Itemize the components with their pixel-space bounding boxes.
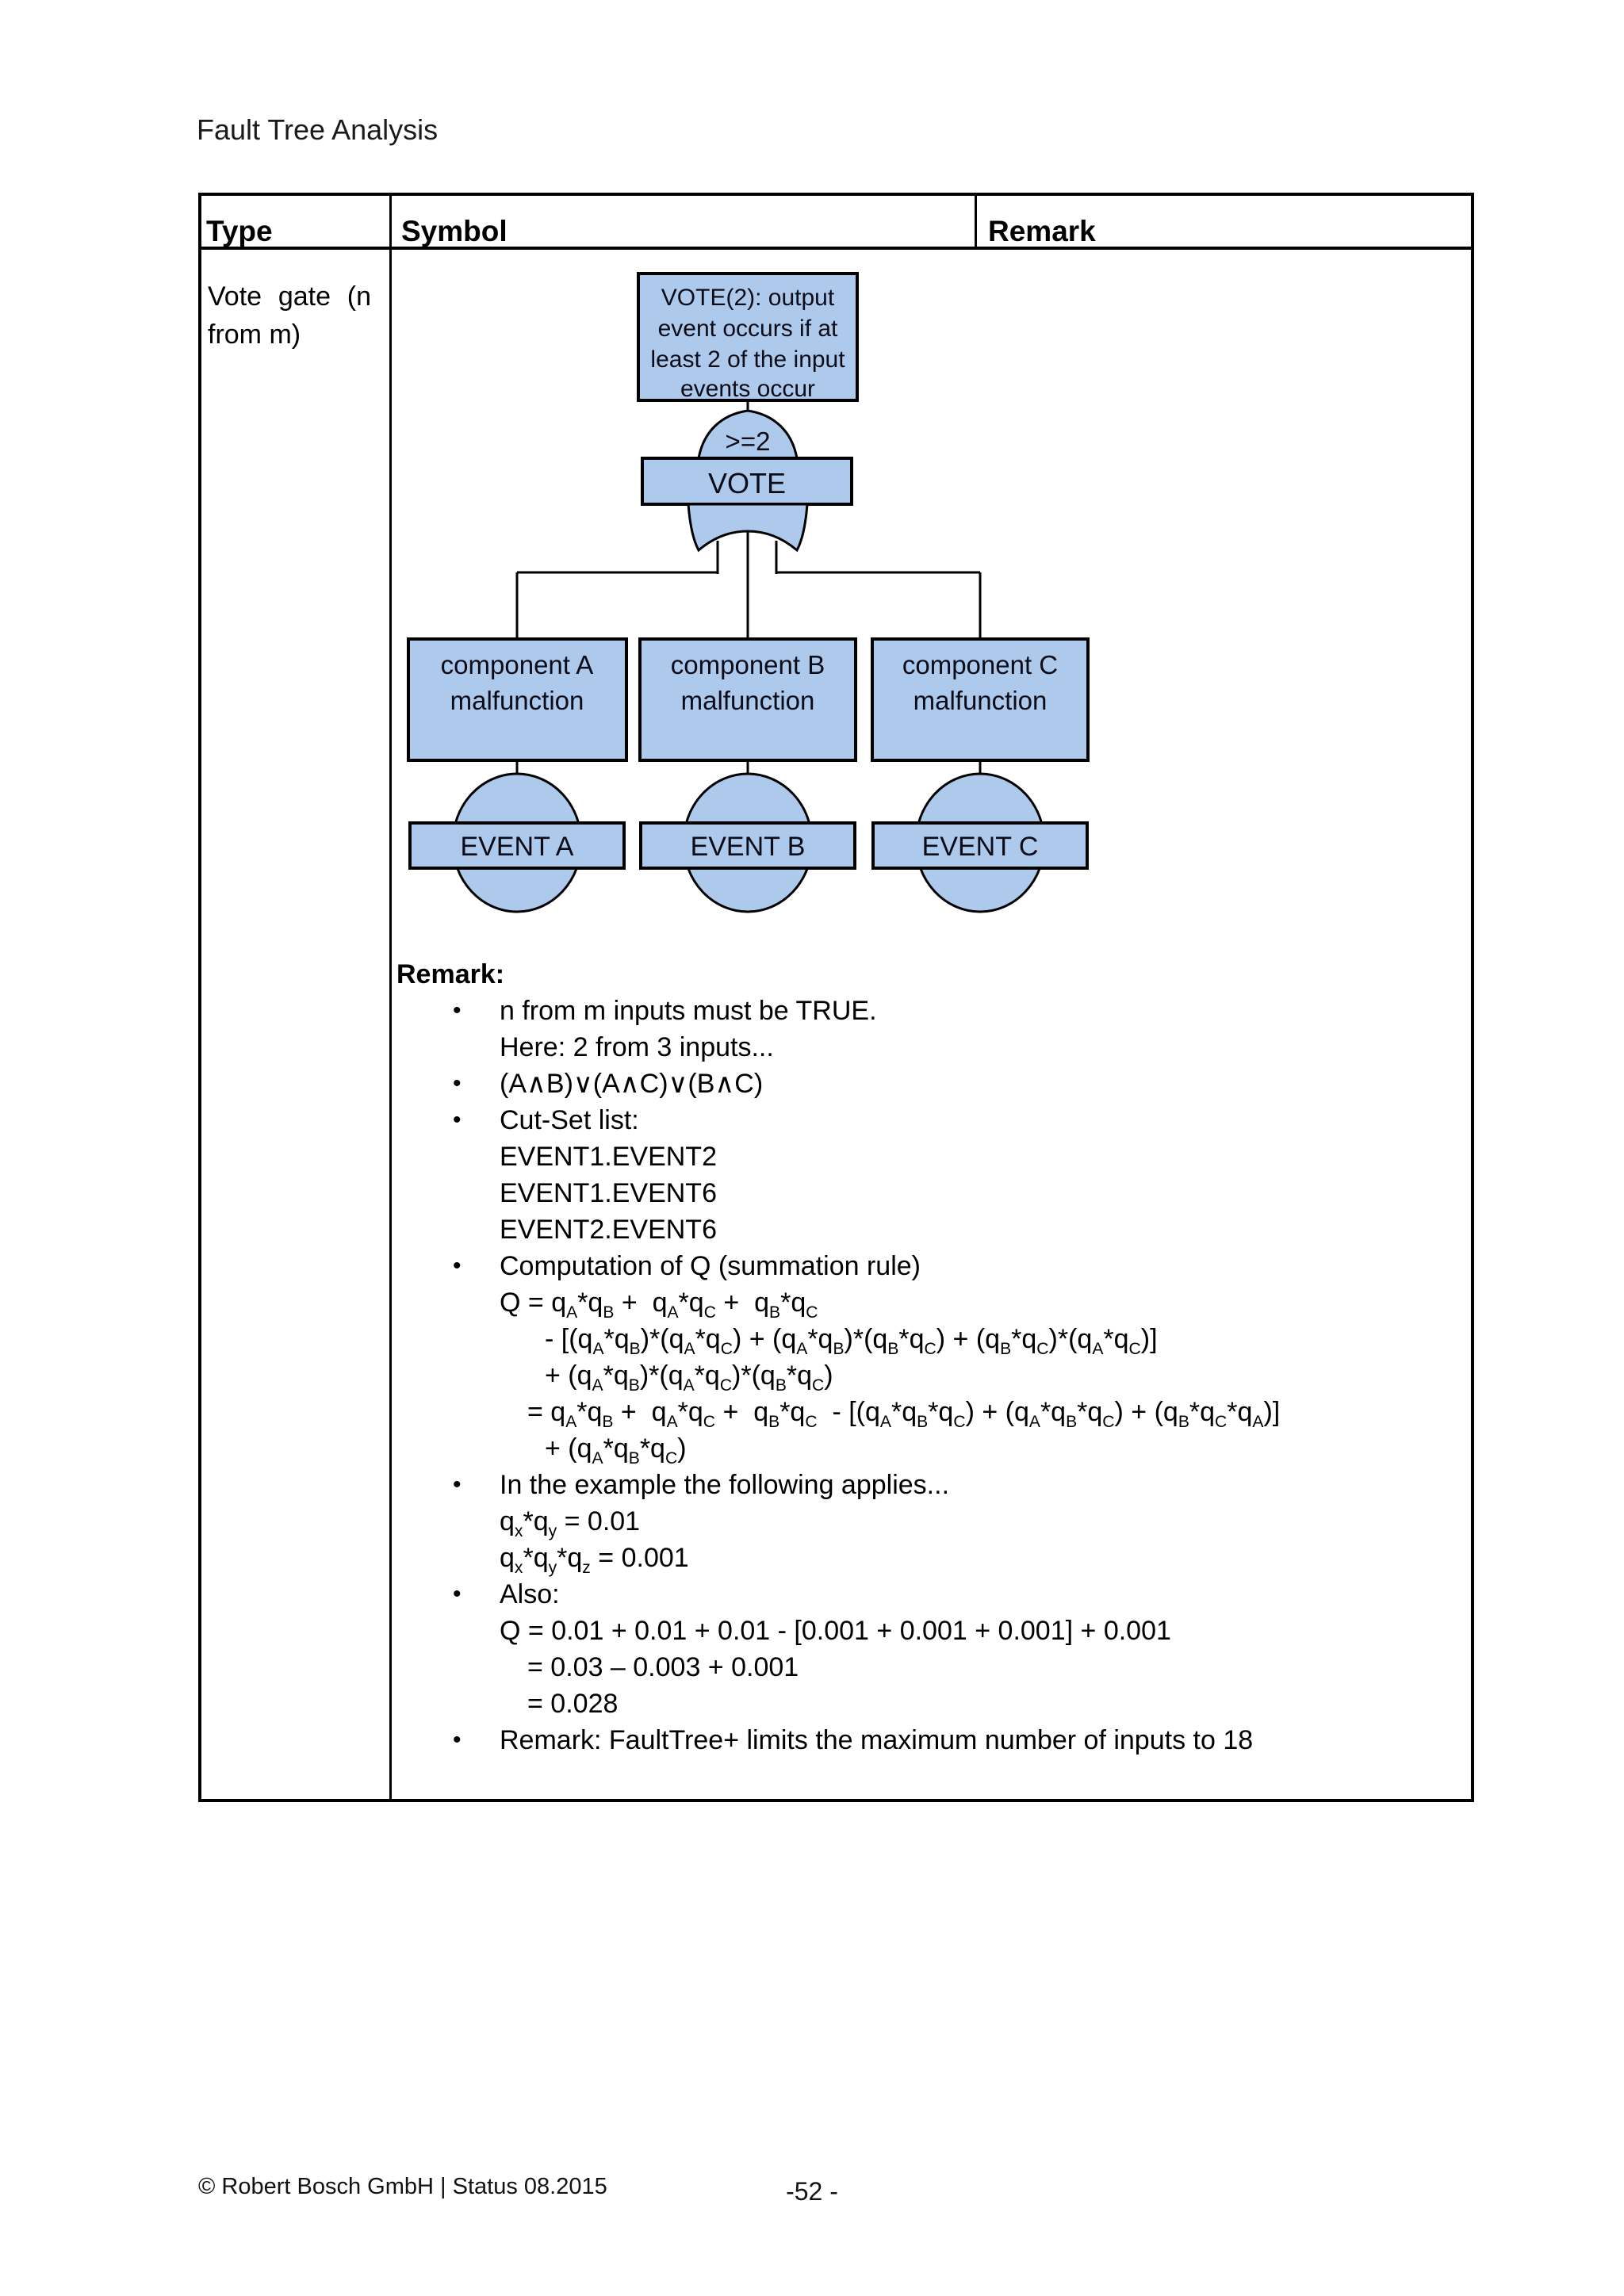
remark-line: • Cut-Set list: (198, 1102, 1471, 1138)
fault-tree-diagram: VOTE(2): output event occurs if at least… (407, 272, 1090, 913)
remark-text: Here: 2 from 3 inputs... (500, 1032, 774, 1062)
page-title: Fault Tree Analysis (197, 113, 439, 146)
remark-line: EVENT2.EVENT6 (198, 1211, 1471, 1248)
remark-text: EVENT1.EVENT6 (500, 1178, 717, 1208)
bullet-marker: • (453, 1581, 462, 1607)
component-box-a-line2: malfunction (450, 686, 584, 715)
vote-note-text: event occurs if at (658, 316, 838, 342)
component-box-c-line2: malfunction (914, 686, 1048, 715)
remark-line: = qA*qB + qA*qC + qB*qC - [(qA*qB*qC) + … (198, 1394, 1471, 1430)
remark-line: Q = qA*qB + qA*qC + qB*qC (198, 1284, 1471, 1321)
component-box-a-line1: component A (441, 650, 594, 679)
vote-note-text: VOTE(2): output (661, 285, 835, 311)
remark-text: EVENT1.EVENT2 (500, 1142, 717, 1172)
remark-text: Cut-Set list: (500, 1105, 639, 1135)
bullet-marker: • (453, 1107, 462, 1133)
remark-line: Here: 2 from 3 inputs... (198, 1029, 1471, 1066)
remark-text: (A∧B)∨(A∧C)∨(B∧C) (500, 1069, 764, 1099)
table-frame (198, 193, 1474, 1802)
column-divider-type (389, 193, 392, 1802)
remark-line: + (qA*qB*qC) (198, 1430, 1471, 1467)
vote-gate-label: VOTE (708, 467, 786, 499)
remark-line: Q = 0.01 + 0.01 + 0.01 - [0.001 + 0.001 … (198, 1613, 1471, 1649)
component-box-a (407, 637, 628, 762)
remark-text: In the example the following applies... (500, 1470, 950, 1500)
bullet-marker: • (453, 997, 462, 1024)
bullet-marker: • (453, 1727, 462, 1753)
remark-text: = qA*qB + qA*qC + qB*qC - [(qA*qB*qC) + … (527, 1397, 1281, 1431)
event-label-a: EVENT A (461, 832, 574, 862)
remark-line: • (A∧B)∨(A∧C)∨(B∧C) (198, 1066, 1471, 1102)
column-header-remark: Remark (988, 215, 1096, 247)
bullet-marker: • (453, 1471, 462, 1498)
vote-gate-condition: >=2 (726, 427, 771, 456)
column-divider-remark (975, 193, 977, 250)
remark-line: • n from m inputs must be TRUE. (198, 993, 1471, 1029)
vote-note-box (637, 272, 859, 402)
remark-heading: Remark: (198, 956, 1471, 993)
bullet-marker: • (453, 1070, 462, 1096)
header-underline (198, 247, 1474, 250)
remark-line: EVENT1.EVENT2 (198, 1138, 1471, 1175)
remark-line: • Computation of Q (summation rule) (198, 1248, 1471, 1284)
type-cell-line1: Vote gate (n (208, 281, 371, 312)
remark-line: - [(qA*qB)*(qA*qC) + (qA*qB)*(qB*qC) + (… (198, 1321, 1471, 1357)
event-label-bar-b (639, 821, 856, 870)
remark-line: qx*qy*qz = 0.001 (198, 1540, 1471, 1576)
vote-gate-label-box (641, 457, 853, 506)
event-label-b: EVENT B (691, 832, 806, 862)
component-box-b (638, 637, 857, 762)
remark-text: EVENT2.EVENT6 (500, 1215, 717, 1245)
event-label-bar-a (408, 821, 626, 870)
remark-line: qx*qy = 0.01 (198, 1503, 1471, 1540)
remark-text: Also: (500, 1579, 560, 1609)
event-label-bar-c (871, 821, 1089, 870)
remark-line: + (qA*qB)*(qA*qC)*(qB*qC) (198, 1357, 1471, 1394)
remark-text: Q = 0.01 + 0.01 + 0.01 - [0.001 + 0.001 … (500, 1616, 1171, 1646)
vote-gate-dome (697, 409, 799, 460)
vote-note-text: events occur (680, 376, 815, 402)
footer-copyright: © Robert Bosch GmbH | Status 08.2015 (198, 2174, 607, 2199)
type-cell: Vote gate (n from m) (208, 277, 371, 354)
remark-line: = 0.028 (198, 1686, 1471, 1722)
remark-text: qx*qy = 0.01 (500, 1506, 641, 1540)
remark-text: Q = qA*qB + qA*qC + qB*qC (500, 1288, 818, 1322)
footer-page-number: -52 - (786, 2177, 838, 2206)
remark-text: Computation of Q (summation rule) (500, 1251, 921, 1281)
remark-text: n from m inputs must be TRUE. (500, 996, 877, 1026)
remark-text: = 0.03 – 0.003 + 0.001 (527, 1652, 799, 1682)
component-box-c (871, 637, 1090, 762)
component-box-c-line1: component C (902, 650, 1058, 679)
column-header-symbol: Symbol (401, 215, 508, 247)
remark-text: = 0.028 (527, 1689, 619, 1719)
bullet-marker: • (453, 1253, 462, 1279)
remark-text: qx*qy*qz = 0.001 (500, 1543, 689, 1577)
remark-line: • Remark: FaultTree+ limits the maximum n… (198, 1722, 1471, 1758)
vote-note-text: least 2 of the input (650, 346, 845, 373)
remark-text: Remark: (396, 959, 505, 989)
component-box-b-line1: component B (671, 650, 825, 679)
remark-text: Remark: FaultTree+ limits the maximum nu… (500, 1725, 1254, 1755)
column-header-type: Type (206, 215, 273, 247)
component-box-b-line2: malfunction (681, 686, 815, 715)
remark-line: EVENT1.EVENT6 (198, 1175, 1471, 1211)
remark-line: • In the example the following applies... (198, 1467, 1471, 1503)
event-label-c: EVENT C (922, 832, 1039, 862)
type-cell-line2: from m) (208, 320, 301, 350)
remark-line: = 0.03 – 0.003 + 0.001 (198, 1649, 1471, 1686)
remark-text: + (qA*qB)*(qA*qC)*(qB*qC) (545, 1360, 833, 1395)
remark-text: - [(qA*qB)*(qA*qC) + (qA*qB)*(qB*qC) + (… (545, 1324, 1158, 1358)
remark-line: • Also: (198, 1576, 1471, 1613)
remark-block: Remark: • n from m inputs must be TRUE. Her… (198, 956, 1471, 1758)
remark-text: + (qA*qB*qC) (545, 1433, 687, 1468)
